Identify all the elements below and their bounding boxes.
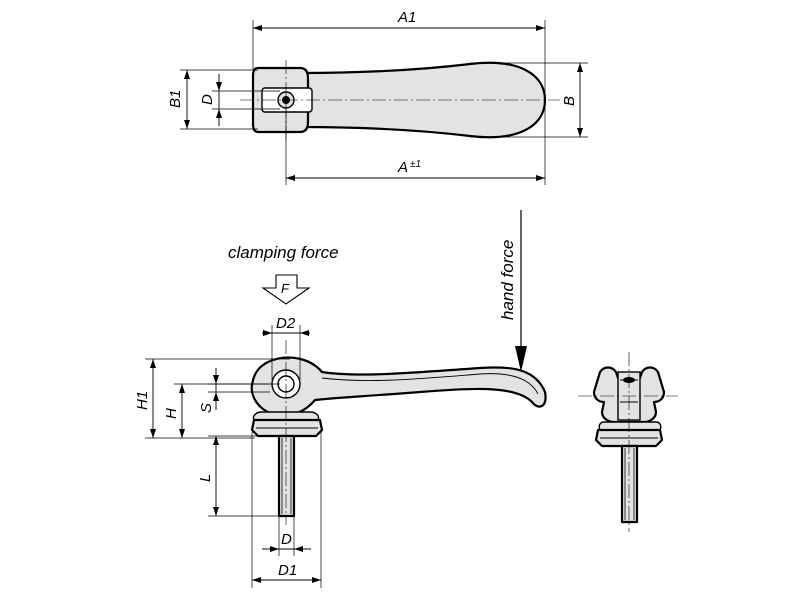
label-B: B	[561, 96, 578, 106]
side-view-threaded-pin	[277, 434, 296, 518]
front-view-pad	[598, 421, 662, 431]
label-D-top: D	[199, 94, 216, 105]
label-D1: D1	[278, 562, 297, 579]
label-D-bottom: D	[281, 531, 292, 548]
top-view: A1 B1 D B A ±1	[167, 9, 588, 185]
label-B1: B1	[167, 90, 184, 108]
hand-force-arrowhead	[515, 346, 527, 372]
label-A-tolerance: ±1	[410, 159, 421, 170]
front-view	[578, 352, 678, 532]
label-H1: H1	[134, 391, 151, 410]
front-view-pin	[620, 444, 639, 524]
clamping-force-arrow	[261, 274, 311, 305]
label-L: L	[197, 474, 214, 482]
label-hand-force: hand force	[498, 240, 517, 320]
label-D2: D2	[276, 315, 296, 332]
label-clamping-force: clamping force	[228, 243, 339, 262]
label-H: H	[163, 408, 180, 419]
label-S: S	[198, 403, 215, 413]
label-A: A	[397, 159, 408, 176]
label-A1: A1	[397, 9, 416, 26]
label-F: F	[281, 281, 290, 296]
side-view: clamping force F hand force D2	[134, 210, 547, 588]
side-view-lever	[250, 356, 547, 417]
